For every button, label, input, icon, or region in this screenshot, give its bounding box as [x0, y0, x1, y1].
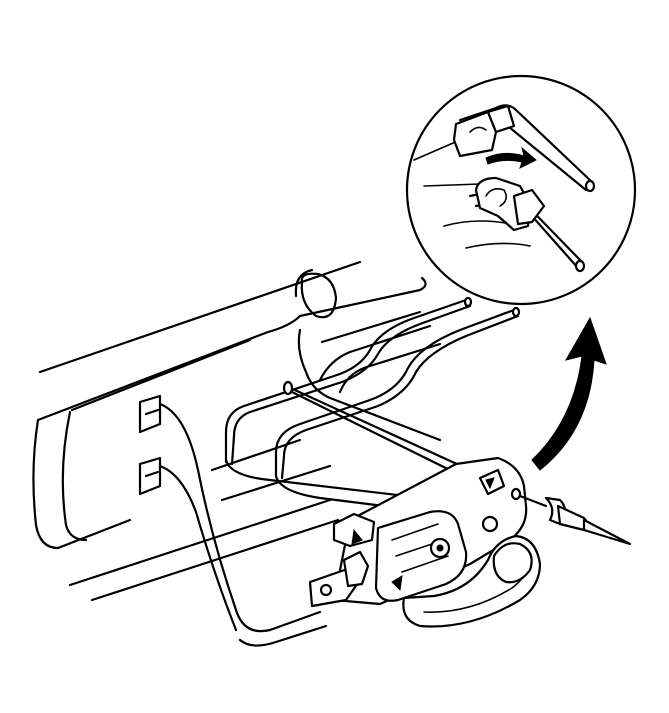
bracket-hole: [319, 583, 333, 597]
panel-groove-inner: [158, 464, 238, 632]
detail-bg-line-4: [465, 242, 531, 249]
panel-ledge-inner: [70, 338, 252, 412]
rivet-guide-line: [518, 494, 548, 508]
handle-left-ear: [342, 550, 370, 588]
lower-rod-2: [274, 474, 402, 510]
rivet: [518, 494, 632, 546]
access-hole: [300, 272, 338, 319]
detail-rod-upper-end: [584, 179, 596, 193]
release-rod-end: [282, 380, 294, 396]
release-rod-2: [290, 390, 468, 480]
latch-rod-end: [511, 306, 521, 318]
rivet-mandrel: [582, 518, 632, 546]
panel-left-edge: [32, 418, 60, 550]
panel-groove-outer: [158, 402, 322, 633]
housing-screw: [481, 515, 499, 533]
panel-left-inner-edge: [61, 410, 88, 542]
rivet-body: [556, 504, 589, 532]
panel-channel-top: [298, 276, 427, 318]
bracket-triangle: [351, 528, 363, 545]
panel-upper-slot: [138, 394, 162, 434]
panel-top-edge: [38, 260, 362, 374]
panel-upper-ledge: [36, 314, 302, 422]
lower-rod: [224, 458, 442, 502]
lock-rod-2: [230, 304, 472, 466]
detail-bg-line-2: [423, 183, 481, 187]
latch-rod-2: [280, 314, 520, 480]
rod-clip-mark: [485, 477, 495, 490]
panel-bottom-edge: [56, 518, 132, 550]
inside-handle-assembly: [308, 456, 542, 628]
handle-pivot-center: [436, 544, 444, 552]
lever-triangle: [391, 575, 403, 592]
detail-clip-lower-ring: [485, 188, 508, 207]
panel-lower-line: [68, 498, 332, 587]
detail-clip-upper-slot: [469, 126, 487, 133]
latch-rod: [274, 308, 516, 478]
panel-lower-line-2: [90, 518, 340, 602]
detail-rod-lower-end: [574, 259, 586, 273]
lock-rod: [224, 298, 468, 464]
rods: [224, 296, 521, 510]
panel-groove-lower: [238, 624, 328, 647]
panel-inner-right: [297, 328, 442, 442]
curved-arrow: [531, 316, 607, 471]
panel-lower-slot: [138, 456, 162, 496]
access-hole-rim: [294, 268, 314, 298]
rivet-hole: [510, 487, 522, 501]
panel-channel-mid: [318, 324, 432, 382]
clip-rotation-arrow: [485, 146, 537, 169]
curved-arrow-shape: [531, 316, 607, 471]
detail-clip-upper-tab: [486, 104, 516, 134]
handle-pull-cup: [492, 542, 533, 584]
detail-circle: [405, 74, 637, 306]
detail-bg-line-1: [413, 139, 461, 161]
release-rod: [284, 384, 472, 472]
handle-cavity: [374, 510, 468, 602]
lock-rod-end: [463, 296, 473, 308]
panel-mid-line-2: [220, 464, 332, 502]
panel-channel-upper: [320, 310, 422, 344]
detail-clip-lower-lock: [512, 188, 546, 226]
